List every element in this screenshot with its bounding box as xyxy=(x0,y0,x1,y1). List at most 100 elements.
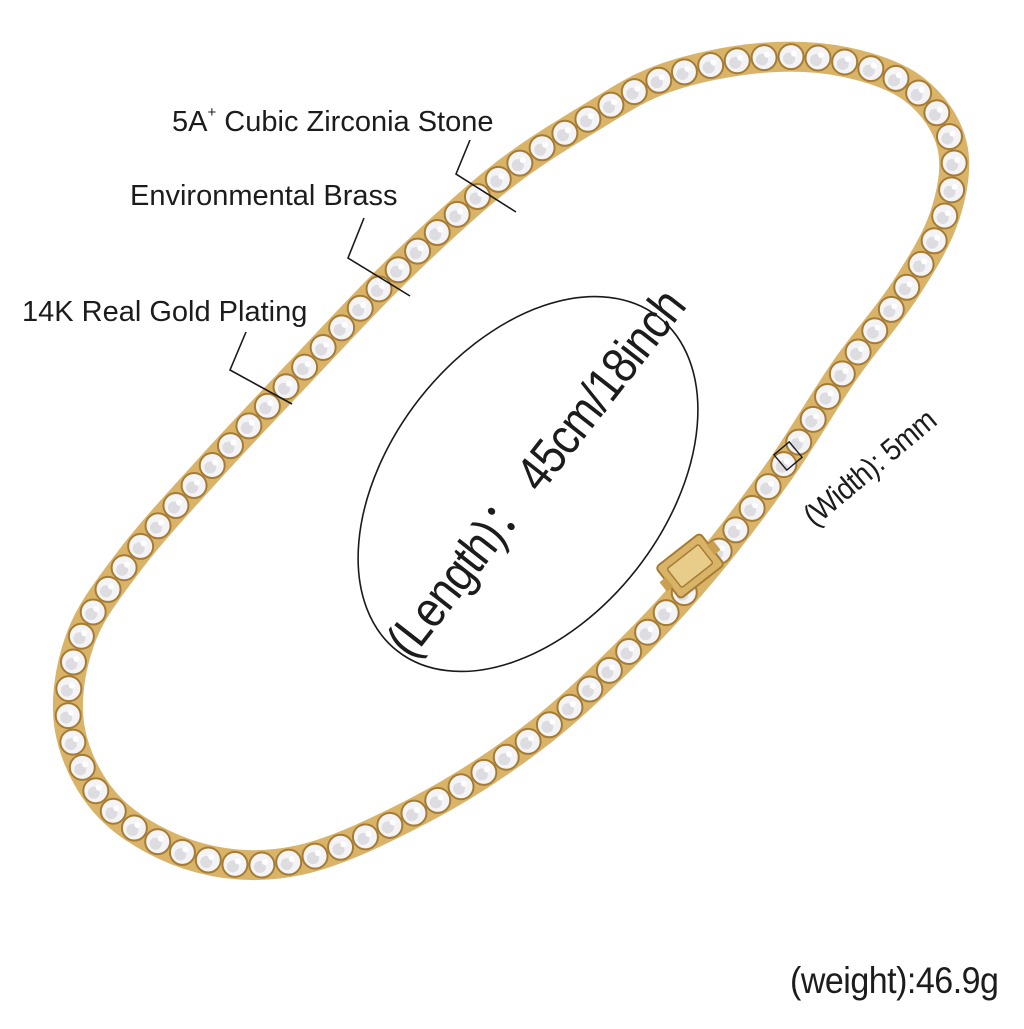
tennis-necklace xyxy=(52,41,970,881)
zirconia-stone-label: 5A+ Cubic Zirconia Stone xyxy=(172,104,494,138)
zirconia-stone xyxy=(424,786,452,814)
zirconia-stone xyxy=(750,44,778,72)
zirconia-stone xyxy=(55,675,83,703)
zirconia-stone xyxy=(723,47,751,75)
zirconia-stone xyxy=(492,743,520,771)
zirconia-stone xyxy=(574,105,602,133)
zirconia-stone xyxy=(198,452,226,480)
zirconia-stone xyxy=(365,275,393,303)
zirconia-stone xyxy=(68,753,96,781)
zirconia-stone xyxy=(551,119,579,147)
zirconia-stone xyxy=(905,79,933,107)
zirconia-stone xyxy=(162,492,190,520)
zirconia-stone xyxy=(828,360,856,388)
zirconia-stone xyxy=(216,432,244,460)
zirconia-stone xyxy=(799,405,827,433)
zirconia-stone xyxy=(670,58,698,86)
zirconia-stone xyxy=(235,412,263,440)
zirconia-stone xyxy=(935,123,963,151)
length-ellipse xyxy=(357,295,699,673)
gold-leader-line xyxy=(228,331,293,405)
zirconia-stone xyxy=(907,250,935,278)
zirconia-stone xyxy=(514,727,542,755)
zirconia-stone xyxy=(857,55,885,83)
zirconia-stone xyxy=(423,219,451,247)
zirconia-stone xyxy=(652,599,680,627)
zirconia-stone xyxy=(754,473,782,501)
zirconia-stone xyxy=(144,828,172,856)
zirconia-stone xyxy=(831,48,859,76)
zirconia-stone xyxy=(861,317,889,345)
zirconia-stone xyxy=(127,532,155,560)
zirconia-stone xyxy=(221,850,249,878)
zirconia-stone xyxy=(470,758,498,786)
zirconia-stone xyxy=(400,799,428,827)
zirconia-stone xyxy=(384,256,412,284)
box-clasp-icon xyxy=(656,533,724,599)
width-marker xyxy=(772,440,804,472)
zirconia-stone xyxy=(59,648,87,676)
zirconia-stone xyxy=(877,295,905,323)
zirconia-stone xyxy=(79,598,107,626)
zirconia-stone xyxy=(597,91,625,119)
zirconia-stone xyxy=(82,777,110,805)
zirconia-stone xyxy=(722,516,750,544)
zirconia-stone xyxy=(484,165,512,193)
zirconia-stone xyxy=(620,78,648,106)
zirconia-stone xyxy=(272,373,300,401)
zirconia-stone xyxy=(506,149,534,177)
zirconia-stone xyxy=(814,382,842,410)
zirconia-stone xyxy=(844,338,872,366)
zirconia-stone xyxy=(168,838,196,866)
zirconia-stone xyxy=(528,134,556,162)
zirconia-stone xyxy=(94,575,122,603)
zirconia-stone xyxy=(777,43,805,71)
zirconia-stone xyxy=(253,392,281,420)
zirconia-stone xyxy=(535,711,563,739)
zirconia-stone xyxy=(376,811,404,839)
zirconia-stone xyxy=(556,693,584,721)
zirconia-stone xyxy=(785,428,813,456)
zirconia-stone xyxy=(99,797,127,825)
zirconia-stone xyxy=(938,176,966,204)
zirconia-stone xyxy=(301,842,329,870)
zirconia-stone xyxy=(738,494,766,522)
zirconia-stone xyxy=(576,675,604,703)
zirconia-stone xyxy=(180,472,208,500)
brass-leader-line xyxy=(347,217,411,297)
gold-plating-label: 14K Real Gold Plating xyxy=(22,296,308,328)
zirconia-stone xyxy=(59,728,87,756)
zirconia-stone xyxy=(328,314,356,342)
zirconia-stone xyxy=(697,52,725,80)
zirconia-stone xyxy=(120,814,148,842)
brass-label: Environmental Brass xyxy=(130,180,398,212)
zirconia-stone xyxy=(940,149,968,177)
zirconia-stone xyxy=(634,618,662,646)
zirconia-stone xyxy=(248,851,276,879)
zirconia-stone xyxy=(351,823,379,851)
zirconia-stone xyxy=(275,848,303,876)
zirconia-stone xyxy=(194,846,222,874)
zirconia-stone xyxy=(463,183,491,211)
zirconia-stone xyxy=(327,833,355,861)
zirconia-stone xyxy=(615,637,643,665)
zirconia-stone xyxy=(931,202,959,230)
zirconia-stone xyxy=(923,99,951,127)
zirconia-stone xyxy=(144,512,172,540)
zirconia-stone xyxy=(447,773,475,801)
zirconia-stone xyxy=(110,554,138,582)
zirconia-stone xyxy=(309,333,337,361)
zirconia-stone xyxy=(346,294,374,322)
zirconia-stone xyxy=(804,44,832,72)
zirconia-stone xyxy=(645,66,673,94)
zirconia-stone xyxy=(67,622,95,650)
zirconia-stone xyxy=(443,200,471,228)
zirconia-stone xyxy=(54,702,82,730)
zirconia-stone xyxy=(882,64,910,92)
weight-label: (weight):46.9g xyxy=(790,960,999,1002)
zirconia-stone xyxy=(404,237,432,265)
zirconia-stone xyxy=(291,353,319,381)
zirconia-leader-line xyxy=(455,139,517,213)
zirconia-stone xyxy=(595,656,623,684)
